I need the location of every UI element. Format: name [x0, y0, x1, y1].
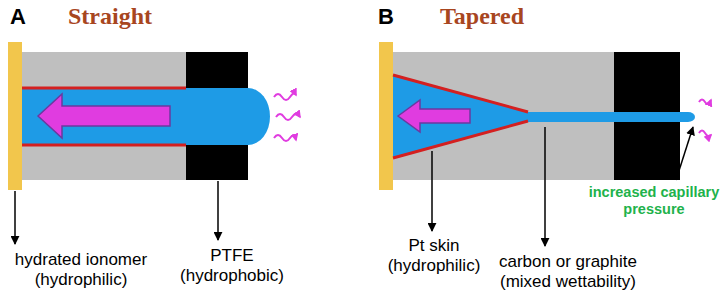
- callout-label: hydrated ionomer (hydrophilic): [6, 250, 156, 291]
- callout-label: Pt skin (hydrophilic): [378, 236, 490, 277]
- evaporation-wave: [274, 93, 296, 100]
- leader-line: [431, 151, 433, 231]
- leader-line: [217, 181, 219, 240]
- callout-label: increased capillary pressure: [585, 184, 723, 219]
- panel-title: Straight: [68, 2, 152, 31]
- leader-line: [544, 127, 546, 246]
- evaporation-wave: [274, 135, 296, 141]
- callout-label: PTFE (hydrophobic): [172, 246, 292, 287]
- panel-letter: A: [10, 4, 26, 30]
- leader-line: [14, 191, 16, 244]
- water-channel: [520, 112, 695, 122]
- ionomer-layer: [379, 42, 393, 190]
- pore-wall: [22, 87, 186, 90]
- callout-label: carbon or graphite (mixed wettability): [480, 252, 656, 293]
- leader-line: [676, 127, 693, 180]
- flow-arrow: [38, 94, 170, 138]
- tapered-channel: [393, 75, 528, 158]
- evaporation-wave: [699, 100, 711, 105]
- panel-letter: B: [378, 4, 394, 30]
- flow-arrow: [398, 100, 470, 132]
- evaporation-wave: [699, 131, 711, 137]
- water-channel: [22, 88, 270, 145]
- pore-wall: [22, 144, 186, 147]
- panel-title: Tapered: [440, 2, 524, 31]
- porous-layer: [22, 52, 186, 180]
- ionomer-layer: [8, 42, 22, 190]
- evaporation-wave: [276, 114, 300, 120]
